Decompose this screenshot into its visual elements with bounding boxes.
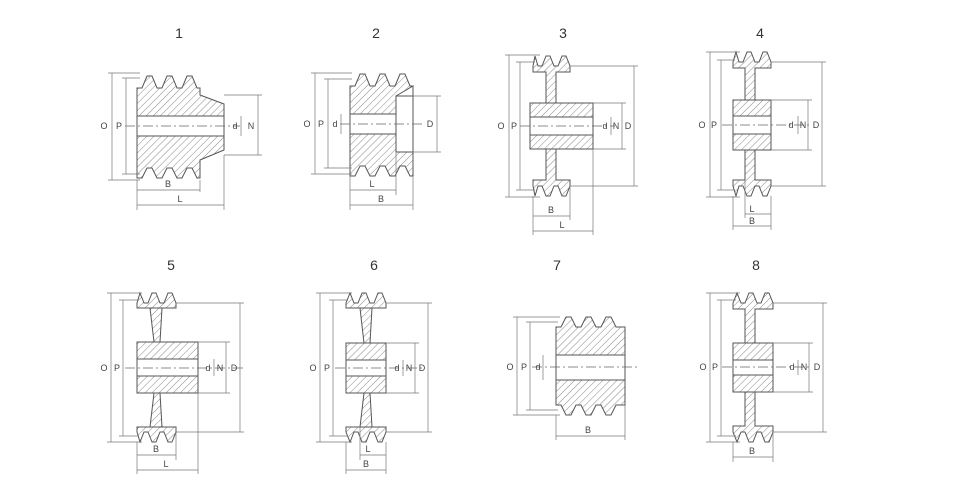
dim-label-b: B	[749, 216, 755, 226]
dim-label-n: N	[248, 121, 255, 131]
dim-label-p: P	[511, 121, 517, 131]
pulley-diagram-7: 7 O P d B	[506, 257, 638, 440]
dim-label-n: N	[613, 121, 620, 131]
pulley-diagram-3: 3 O P d N D B L	[497, 25, 638, 235]
pulley-diagram-4: 4 O P d N D L B	[698, 25, 826, 230]
pulley-diagram-6: 6 O P d N D L B	[309, 257, 432, 474]
dim-label-p: P	[114, 363, 120, 373]
dim-label-p: P	[521, 362, 527, 372]
dim-label-p: P	[318, 119, 324, 129]
diagram-number: 8	[752, 257, 760, 273]
dim-label-d: d	[602, 121, 607, 131]
dim-label-b: B	[378, 194, 384, 204]
dim-label-l: L	[177, 194, 182, 204]
dim-label-o: O	[497, 121, 504, 131]
dim-label-n: N	[800, 120, 807, 130]
dim-label-b: B	[165, 179, 171, 189]
diagram-number: 4	[756, 25, 764, 41]
dim-label-big-d: D	[231, 363, 238, 373]
dim-label-d: d	[332, 119, 337, 129]
diagram-number: 5	[167, 257, 175, 273]
dim-label-l: L	[163, 459, 168, 469]
dim-label-b: B	[585, 425, 591, 435]
diagram-number: 2	[372, 25, 380, 41]
dim-label-b: B	[548, 205, 554, 215]
dim-label-o: O	[100, 363, 107, 373]
dim-label-d: d	[788, 120, 793, 130]
dim-label-p: P	[324, 363, 330, 373]
pulley-diagram-2: 2 O P d D L B	[303, 25, 441, 210]
diagram-number: 1	[175, 25, 183, 41]
dim-label-big-d: D	[419, 363, 426, 373]
dim-label-n: N	[217, 363, 224, 373]
dim-label-o: O	[698, 120, 705, 130]
dim-label-l: L	[365, 444, 370, 454]
dim-label-big-d: D	[427, 119, 434, 129]
dim-label-o: O	[303, 119, 310, 129]
pulley-diagram-1: 1 O P d N B L	[100, 25, 262, 210]
dim-label-b: B	[363, 459, 369, 469]
pulley-diagram-5: 5 O P d N D B L	[100, 257, 245, 474]
dim-label-big-d: D	[625, 121, 632, 131]
diagram-number: 3	[559, 25, 567, 41]
pulley-diagram-8: 8 O P d N D B	[699, 257, 827, 462]
dim-label-d: d	[535, 362, 540, 372]
dim-label-o: O	[699, 362, 706, 372]
dim-label-l: L	[369, 179, 374, 189]
dim-label-n: N	[801, 362, 808, 372]
dim-label-d: d	[232, 121, 237, 131]
dim-label-b: B	[749, 446, 755, 456]
dim-label-o: O	[506, 362, 513, 372]
dim-label-big-d: D	[813, 120, 820, 130]
dim-label-n: N	[406, 363, 413, 373]
dim-label-d: d	[394, 363, 399, 373]
diagram-number: 6	[370, 257, 378, 273]
dim-label-p: P	[116, 121, 122, 131]
dim-label-b: B	[153, 444, 159, 454]
dim-label-o: O	[100, 121, 107, 131]
dim-label-o: O	[309, 363, 316, 373]
dim-label-d: d	[205, 363, 210, 373]
diagram-number: 7	[553, 257, 561, 273]
dim-label-l: L	[559, 220, 564, 230]
dim-label-p: P	[711, 120, 717, 130]
dim-label-l: L	[749, 204, 754, 214]
dim-label-big-d: D	[814, 362, 821, 372]
dim-label-d: d	[789, 362, 794, 372]
dim-label-p: P	[712, 362, 718, 372]
